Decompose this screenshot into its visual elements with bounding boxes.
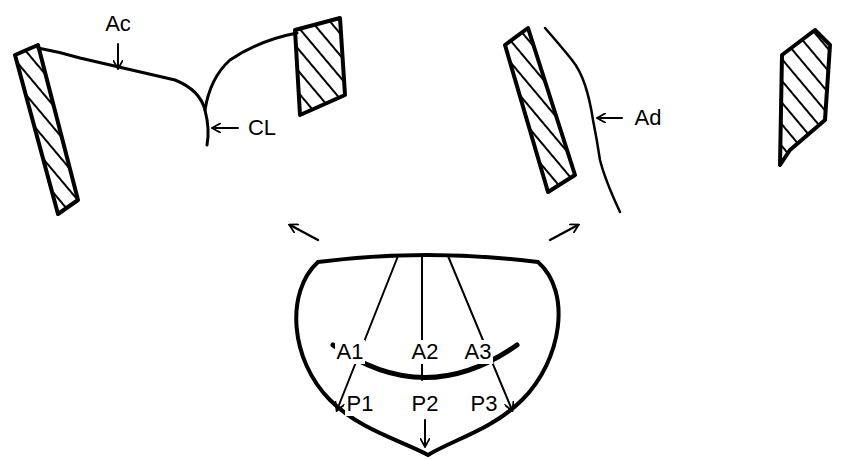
leaflet	[545, 28, 620, 212]
wall	[15, 45, 78, 214]
leader-arrow	[598, 117, 622, 119]
wall	[780, 30, 830, 165]
part-label: A3	[463, 340, 494, 364]
part-label: A2	[410, 340, 441, 364]
part-label: Ac	[103, 12, 133, 36]
leader-arrow	[213, 127, 238, 129]
part-label: P3	[469, 392, 500, 416]
part-label: CL	[246, 116, 278, 140]
leader-arrow	[117, 44, 119, 68]
part-label: Ad	[633, 106, 664, 130]
segment-line	[448, 256, 512, 410]
wall	[295, 18, 345, 115]
part-label: P2	[410, 392, 441, 416]
part-label: P1	[345, 392, 376, 416]
segment-line	[337, 256, 398, 410]
leaflet	[38, 48, 208, 145]
view-arrow	[550, 225, 578, 240]
leaflet	[205, 33, 297, 110]
valve-annulus	[296, 255, 558, 455]
view-arrow	[290, 225, 318, 240]
part-label: A1	[335, 340, 366, 364]
segment-line	[424, 420, 426, 446]
